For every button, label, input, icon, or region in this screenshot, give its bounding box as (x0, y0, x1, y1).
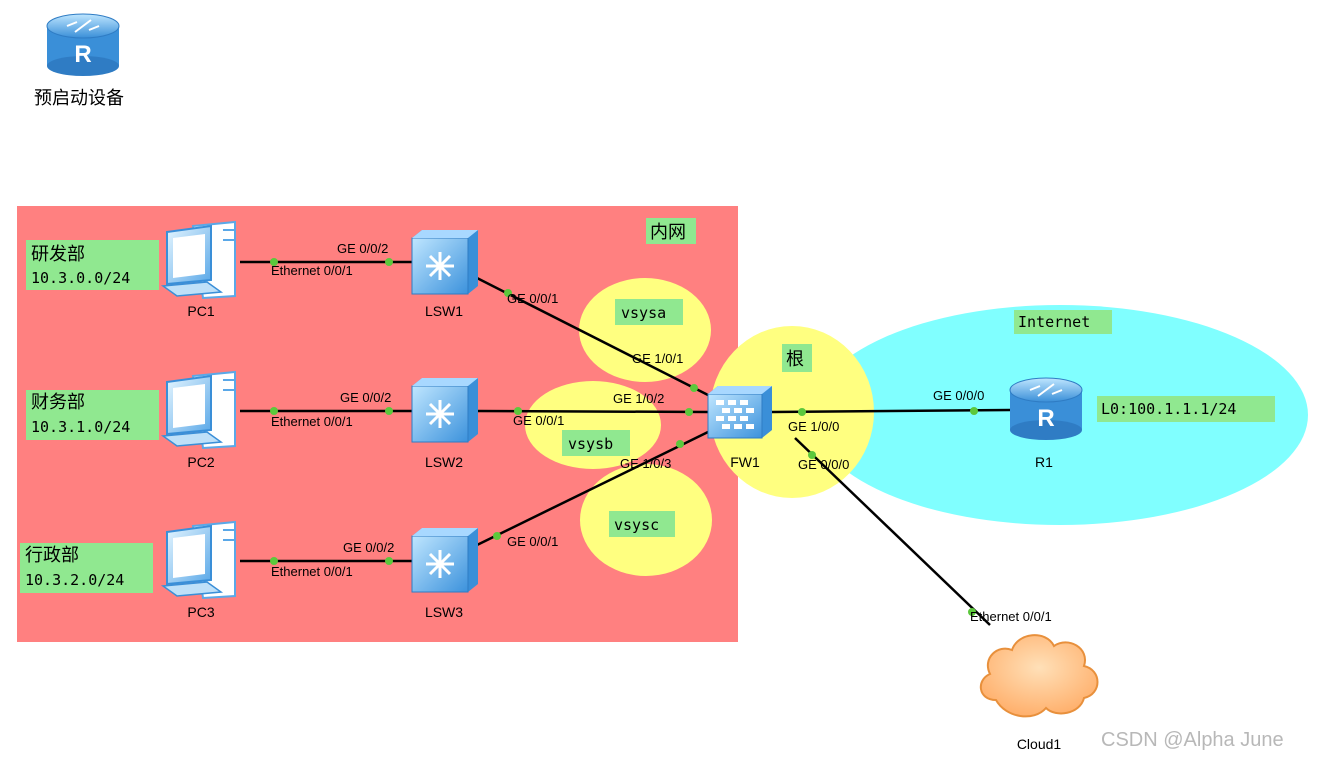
r1-router-icon[interactable]: R (1009, 377, 1083, 440)
lsw2-label: LSW2 (425, 454, 463, 470)
port-label-lsw2-ge001: GE 0/0/1 (513, 413, 564, 428)
vsysa-zone (579, 278, 711, 382)
fw1-label: FW1 (730, 454, 760, 470)
pc1-label: PC1 (187, 303, 214, 319)
pc2-label: PC2 (187, 454, 214, 470)
port-label-cloud-eth: Ethernet 0/0/1 (970, 609, 1052, 624)
port-dot (270, 557, 278, 565)
dept-subnet-2: 10.3.1.0/24 (31, 418, 130, 436)
port-dot (808, 451, 816, 459)
port-label-lsw1-ge002: GE 0/0/2 (337, 241, 388, 256)
dept-subnet-3: 10.3.2.0/24 (25, 571, 124, 589)
port-dot (685, 408, 693, 416)
vsysc-label: vsysc (614, 516, 659, 534)
port-dot (385, 258, 393, 266)
predevice-label: 预启动设备 (34, 88, 124, 109)
port-label-lsw1-ge001: GE 0/0/1 (507, 291, 558, 306)
port-dot (270, 407, 278, 415)
r1-loopback-label: L0:100.1.1.1/24 (1101, 400, 1236, 418)
link-lsw2-fw1[interactable] (476, 409, 709, 414)
root-label: 根 (786, 349, 804, 370)
dept-label-bg-1 (26, 240, 159, 290)
pc2-icon[interactable] (160, 370, 236, 450)
intranet-label: 内网 (650, 222, 686, 243)
r1-label: R1 (1035, 454, 1053, 470)
watermark: CSDN @Alpha June (1101, 729, 1284, 751)
lsw1-icon[interactable] (411, 230, 478, 295)
internet-label-bg (1014, 310, 1112, 334)
dept-subnet-1: 10.3.0.0/24 (31, 269, 130, 287)
port-dot (798, 408, 806, 416)
pc3-icon[interactable] (160, 520, 236, 600)
port-label-pc3-eth: Ethernet 0/0/1 (271, 564, 353, 579)
port-dot (676, 440, 684, 448)
vsysb-label: vsysb (568, 435, 613, 453)
port-dot (504, 289, 512, 297)
pc3-label: PC3 (187, 604, 214, 620)
port-label-fw-ge101: GE 1/0/1 (632, 351, 683, 366)
lsw2-icon[interactable] (411, 378, 478, 443)
vsysc-label-bg (609, 511, 675, 537)
port-label-fw-ge000: GE 0/0/0 (798, 457, 849, 472)
dept-label-bg-3 (20, 543, 153, 593)
firewall-icon[interactable] (707, 386, 772, 439)
dept-name-3: 行政部 (25, 545, 79, 566)
port-label-r1-ge000: GE 0/0/0 (933, 388, 984, 403)
port-dot (690, 384, 698, 392)
link-lsw3-fw1[interactable] (476, 430, 709, 547)
dept-name-1: 研发部 (31, 244, 85, 265)
predevice-router-icon: R (46, 13, 120, 76)
lsw1-label: LSW1 (425, 303, 463, 319)
port-label-lsw3-ge002: GE 0/0/2 (343, 540, 394, 555)
intranet-label-bg (646, 218, 696, 244)
vsysa-label-bg (615, 299, 683, 325)
link-lsw1-fw1[interactable] (474, 275, 709, 397)
pc1-icon[interactable] (160, 220, 236, 300)
dept-label-bg-2 (26, 390, 159, 440)
port-dot (270, 258, 278, 266)
port-dot (970, 407, 978, 415)
port-label-lsw3-ge001: GE 0/0/1 (507, 534, 558, 549)
port-dot (385, 407, 393, 415)
port-dot (493, 532, 501, 540)
vsysa-label: vsysa (621, 304, 666, 322)
port-dot (968, 608, 976, 616)
internet-label: Internet (1018, 313, 1090, 331)
lsw3-icon[interactable] (411, 528, 478, 593)
port-label-pc1-eth: Ethernet 0/0/1 (271, 263, 353, 278)
r1-loopback-bg (1097, 396, 1275, 422)
root-label-bg (782, 344, 812, 372)
dept-name-2: 财务部 (31, 392, 85, 413)
port-dot (514, 407, 522, 415)
lsw3-label: LSW3 (425, 604, 463, 620)
link-fw1-cloud1[interactable] (794, 437, 991, 626)
cloud1-label: Cloud1 (1017, 736, 1062, 752)
port-dots (270, 258, 978, 616)
links (240, 260, 1011, 626)
svg-text:R: R (74, 41, 91, 68)
cloud1-icon[interactable] (980, 634, 1099, 718)
port-label-lsw2-ge002: GE 0/0/2 (340, 390, 391, 405)
port-label-fw-ge100: GE 1/0/0 (788, 419, 839, 434)
svg-text:R: R (1037, 405, 1054, 432)
port-label-pc2-eth: Ethernet 0/0/1 (271, 414, 353, 429)
vsysb-label-bg (562, 430, 630, 456)
port-dot (385, 557, 393, 565)
port-label-fw-ge103: GE 1/0/3 (620, 456, 671, 471)
port-label-fw-ge102: GE 1/0/2 (613, 391, 664, 406)
